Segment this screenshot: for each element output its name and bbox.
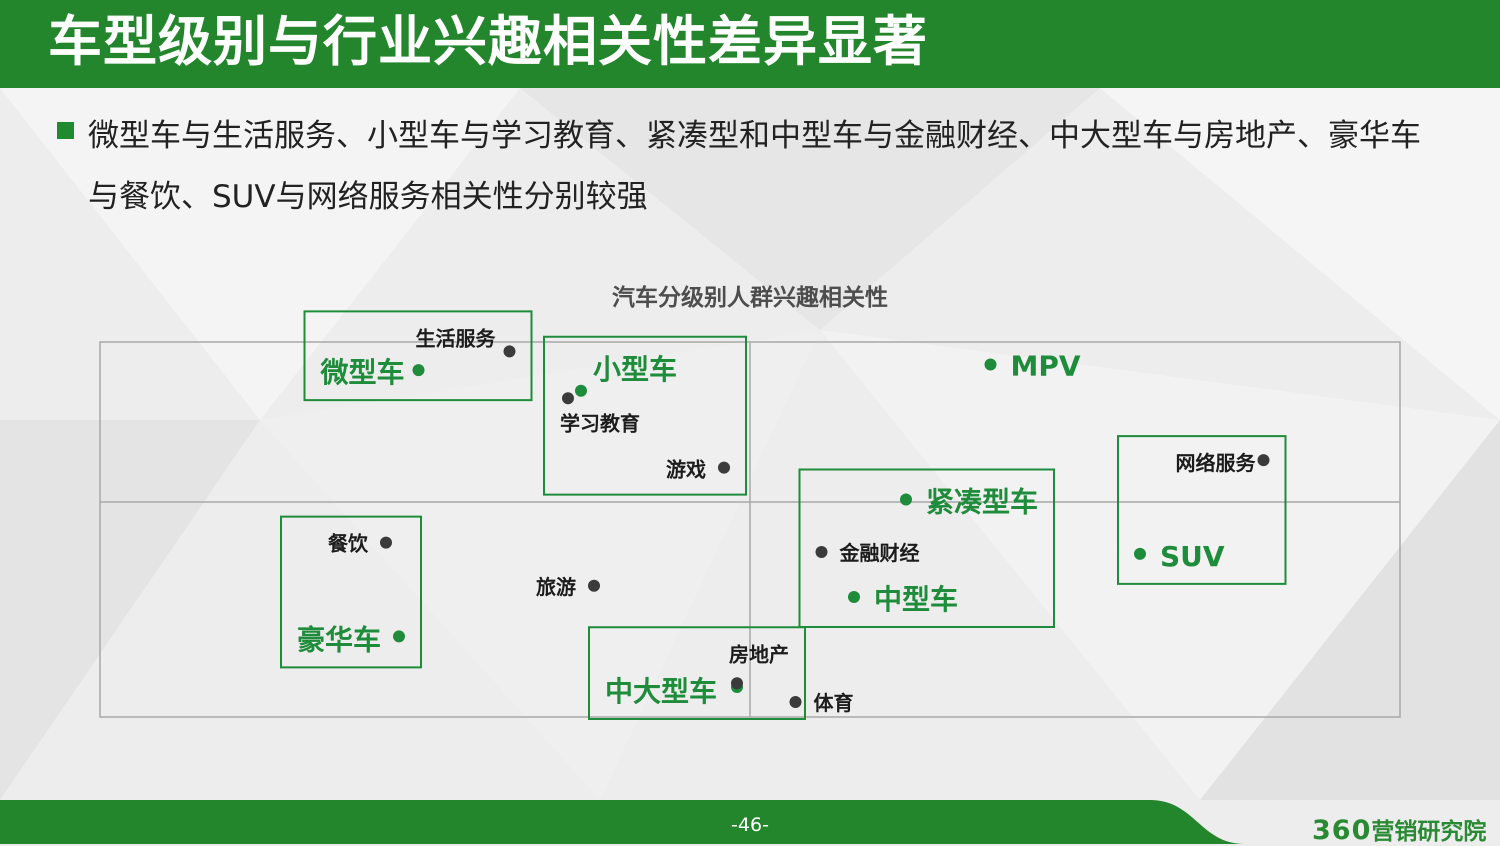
car-class-point-2: [575, 384, 587, 397]
interest-point-5: [815, 546, 828, 558]
car-class-label-8: 中大型车: [605, 675, 717, 708]
car-class-label-5: SUV: [1160, 540, 1225, 573]
car-class-label-1: 微型车: [319, 356, 404, 389]
interest-point-8: [731, 677, 743, 690]
interest-point-7: [588, 579, 600, 592]
brand-name: 营销研究院: [1371, 819, 1487, 845]
interest-point-2: [562, 392, 574, 405]
group-box-1: [303, 310, 533, 402]
group-box-4: [1117, 435, 1287, 585]
car-class-point-6: [848, 591, 860, 603]
group-box-6: [588, 626, 806, 720]
car-class-label-7: 豪华车: [297, 623, 381, 656]
interest-point-6: [380, 536, 392, 549]
car-class-label-4: 紧凑型车: [926, 486, 1038, 519]
car-class-label-3: MPV: [1011, 350, 1081, 383]
bullet-square-icon: [57, 122, 74, 139]
title-bar: 车型级别与行业兴趣相关性差异显著: [0, 0, 1500, 88]
summary-text: 微型车与生活服务、小型车与学习教育、紧凑型和中型车与金融财经、中大型车与房地产、…: [88, 118, 1421, 215]
car-class-point-5: [1134, 547, 1146, 560]
car-class-point-7: [393, 630, 405, 643]
group-box-3: [798, 468, 1055, 628]
interest-label-6: 餐饮: [328, 532, 369, 556]
interest-label-8: 房地产: [729, 642, 789, 666]
group-boxes: [280, 310, 1287, 720]
car-class-point-3: [984, 358, 997, 371]
interest-label-3: 游戏: [666, 458, 706, 482]
footer-bar: [0, 800, 1245, 844]
brand-number: 360: [1312, 815, 1372, 846]
interest-label-4: 网络服务: [1176, 451, 1257, 475]
interest-label-2: 学习教育: [560, 411, 640, 435]
car-class-point-1: [412, 364, 425, 377]
interest-point-4: [1257, 454, 1270, 467]
car-class-label-2: 小型车: [593, 353, 677, 386]
chart-title: 汽车分级别人群兴趣相关性: [612, 285, 888, 311]
interest-label-5: 金融财经: [839, 541, 920, 565]
group-box-5: [280, 515, 422, 669]
interest-label-1: 生活服务: [416, 326, 497, 350]
car-class-label-6: 中型车: [874, 583, 958, 616]
brand-logo: 360营销研究院: [1312, 812, 1486, 846]
interest-point-1: [503, 345, 516, 358]
interest-label-7: 旅游: [536, 575, 576, 599]
interest-label-9: 体育: [814, 691, 854, 715]
car-class-point-4: [900, 493, 912, 506]
page-title: 车型级别与行业兴趣相关性差异显著: [48, 10, 928, 73]
page-number: -46-: [731, 814, 769, 836]
interest-point-9: [789, 696, 802, 708]
group-box-2: [543, 335, 747, 496]
interest-point-3: [718, 461, 730, 474]
